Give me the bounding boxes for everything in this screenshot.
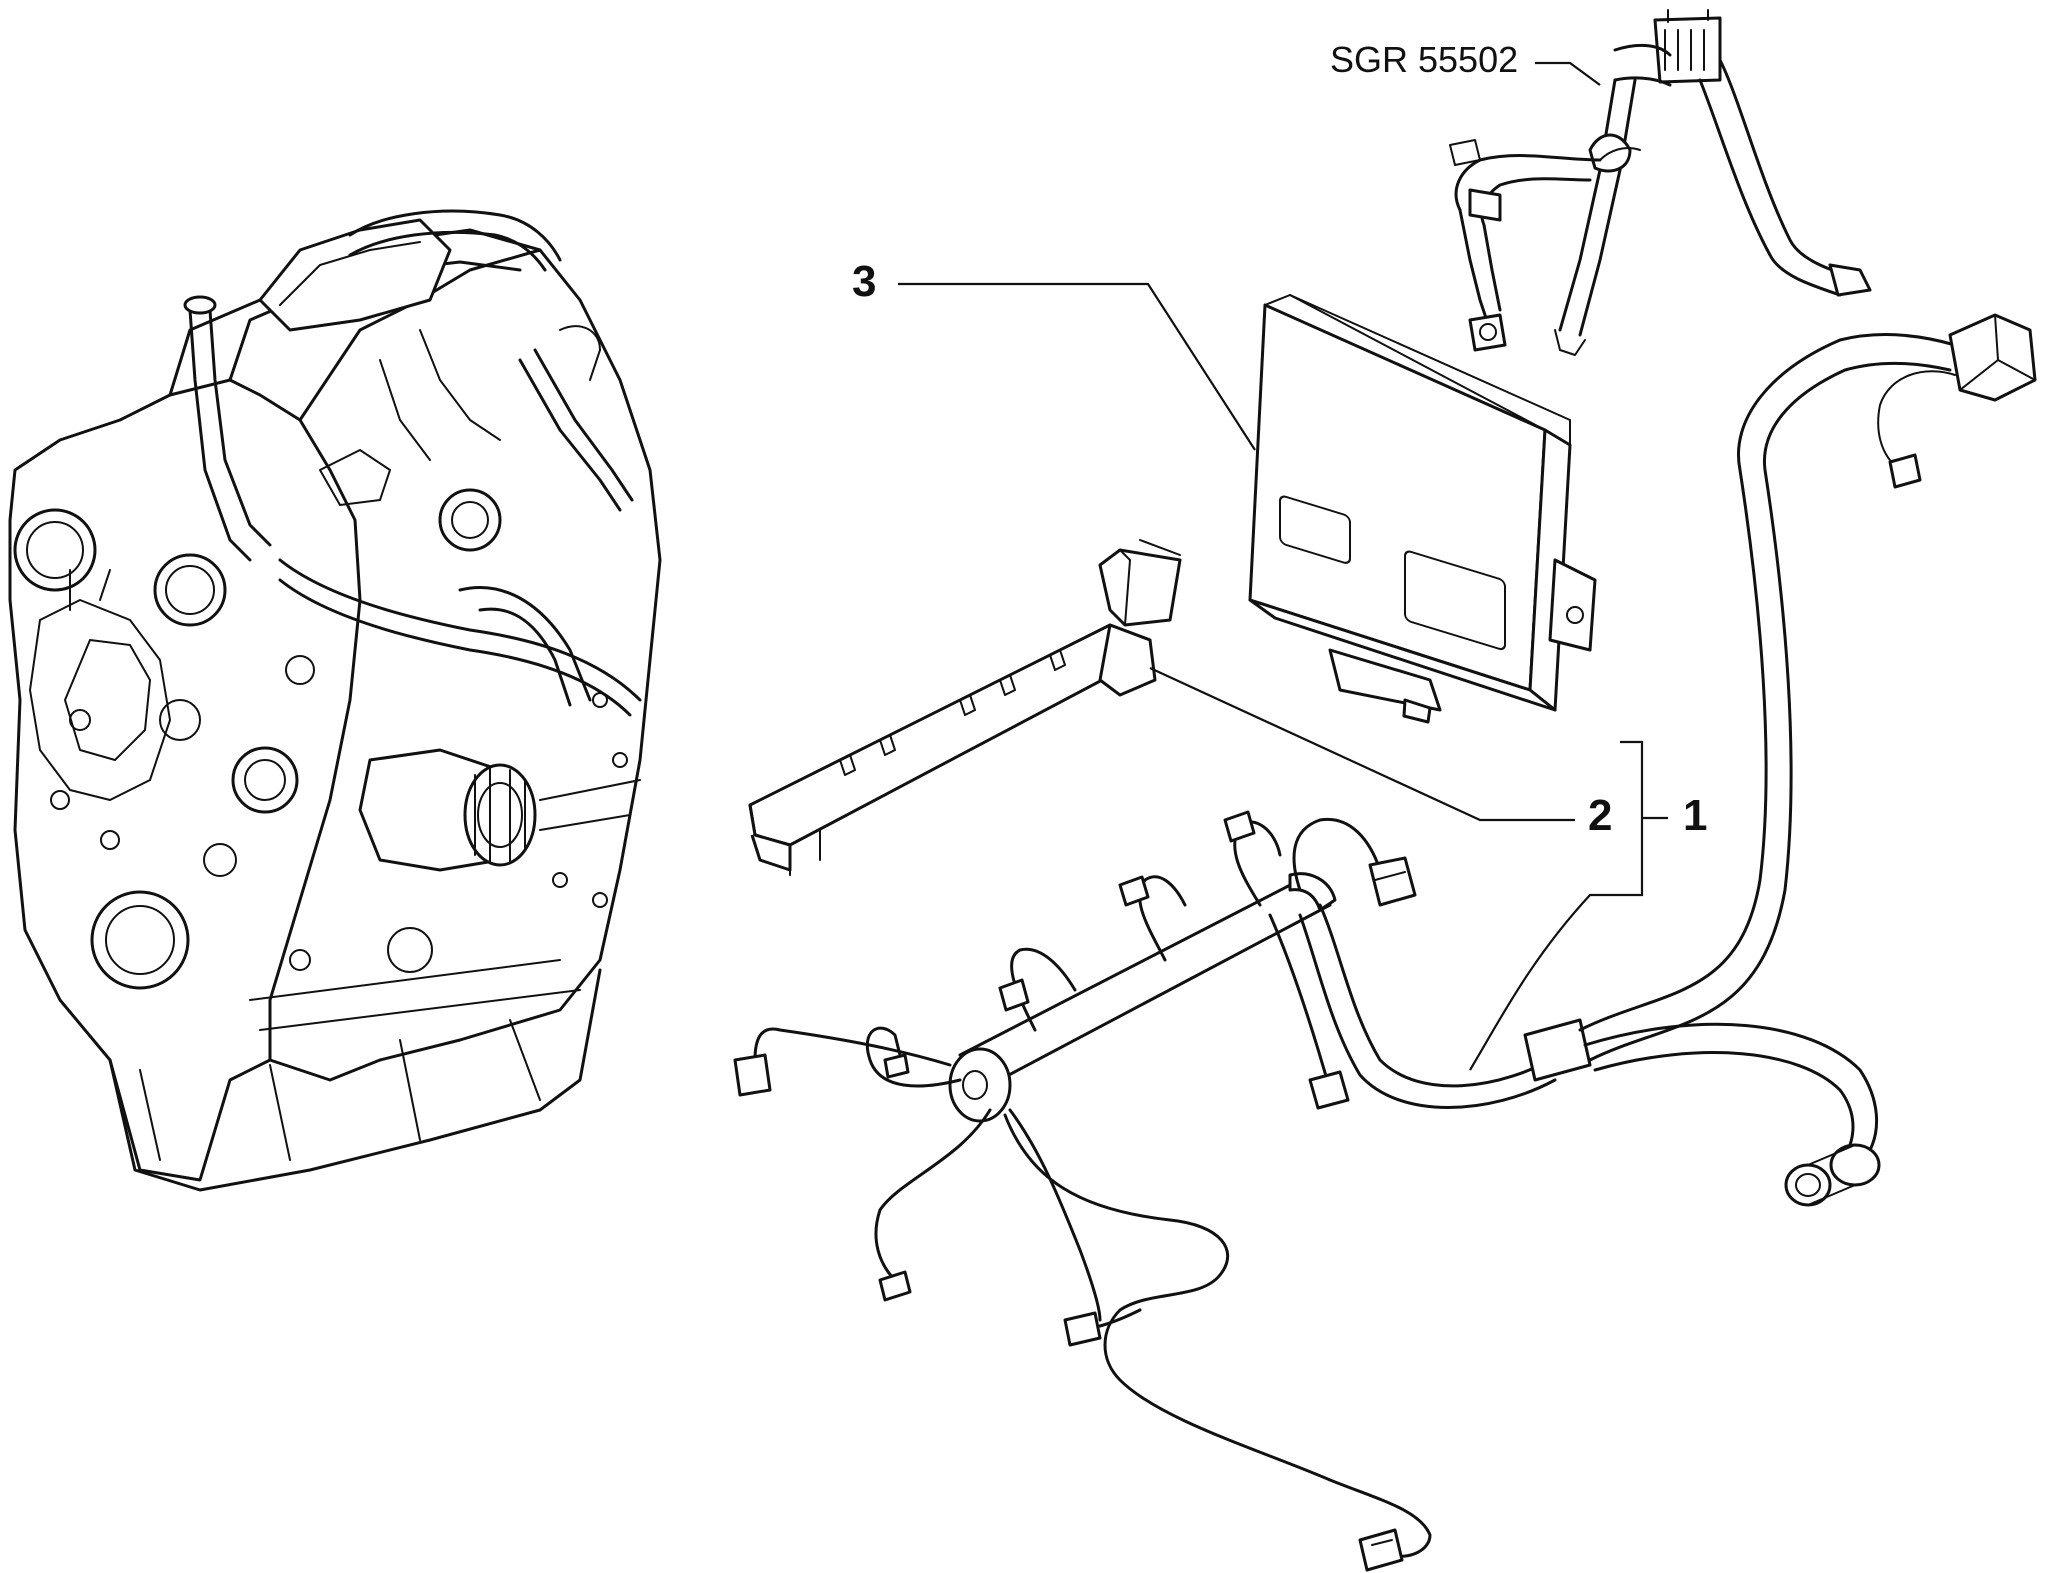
inset-detail [1449,9,1872,356]
ecu-control-unit [1248,294,1597,724]
callout-2: 2 [1588,791,1612,840]
reference-code: SGR 55502 [1330,39,1518,80]
callout-2-group: 2 [1149,667,1612,840]
wiring-harness [733,313,2037,1572]
callout-1: 1 [1683,791,1707,840]
callout-3: 3 [852,257,876,306]
callout-3-group: 3 [852,257,1256,451]
callout-1-group: 1 [1469,740,1707,1071]
harness-carrier [748,539,1182,876]
reference-code-group: SGR 55502 [1330,39,1601,86]
engine-block [8,209,662,1192]
